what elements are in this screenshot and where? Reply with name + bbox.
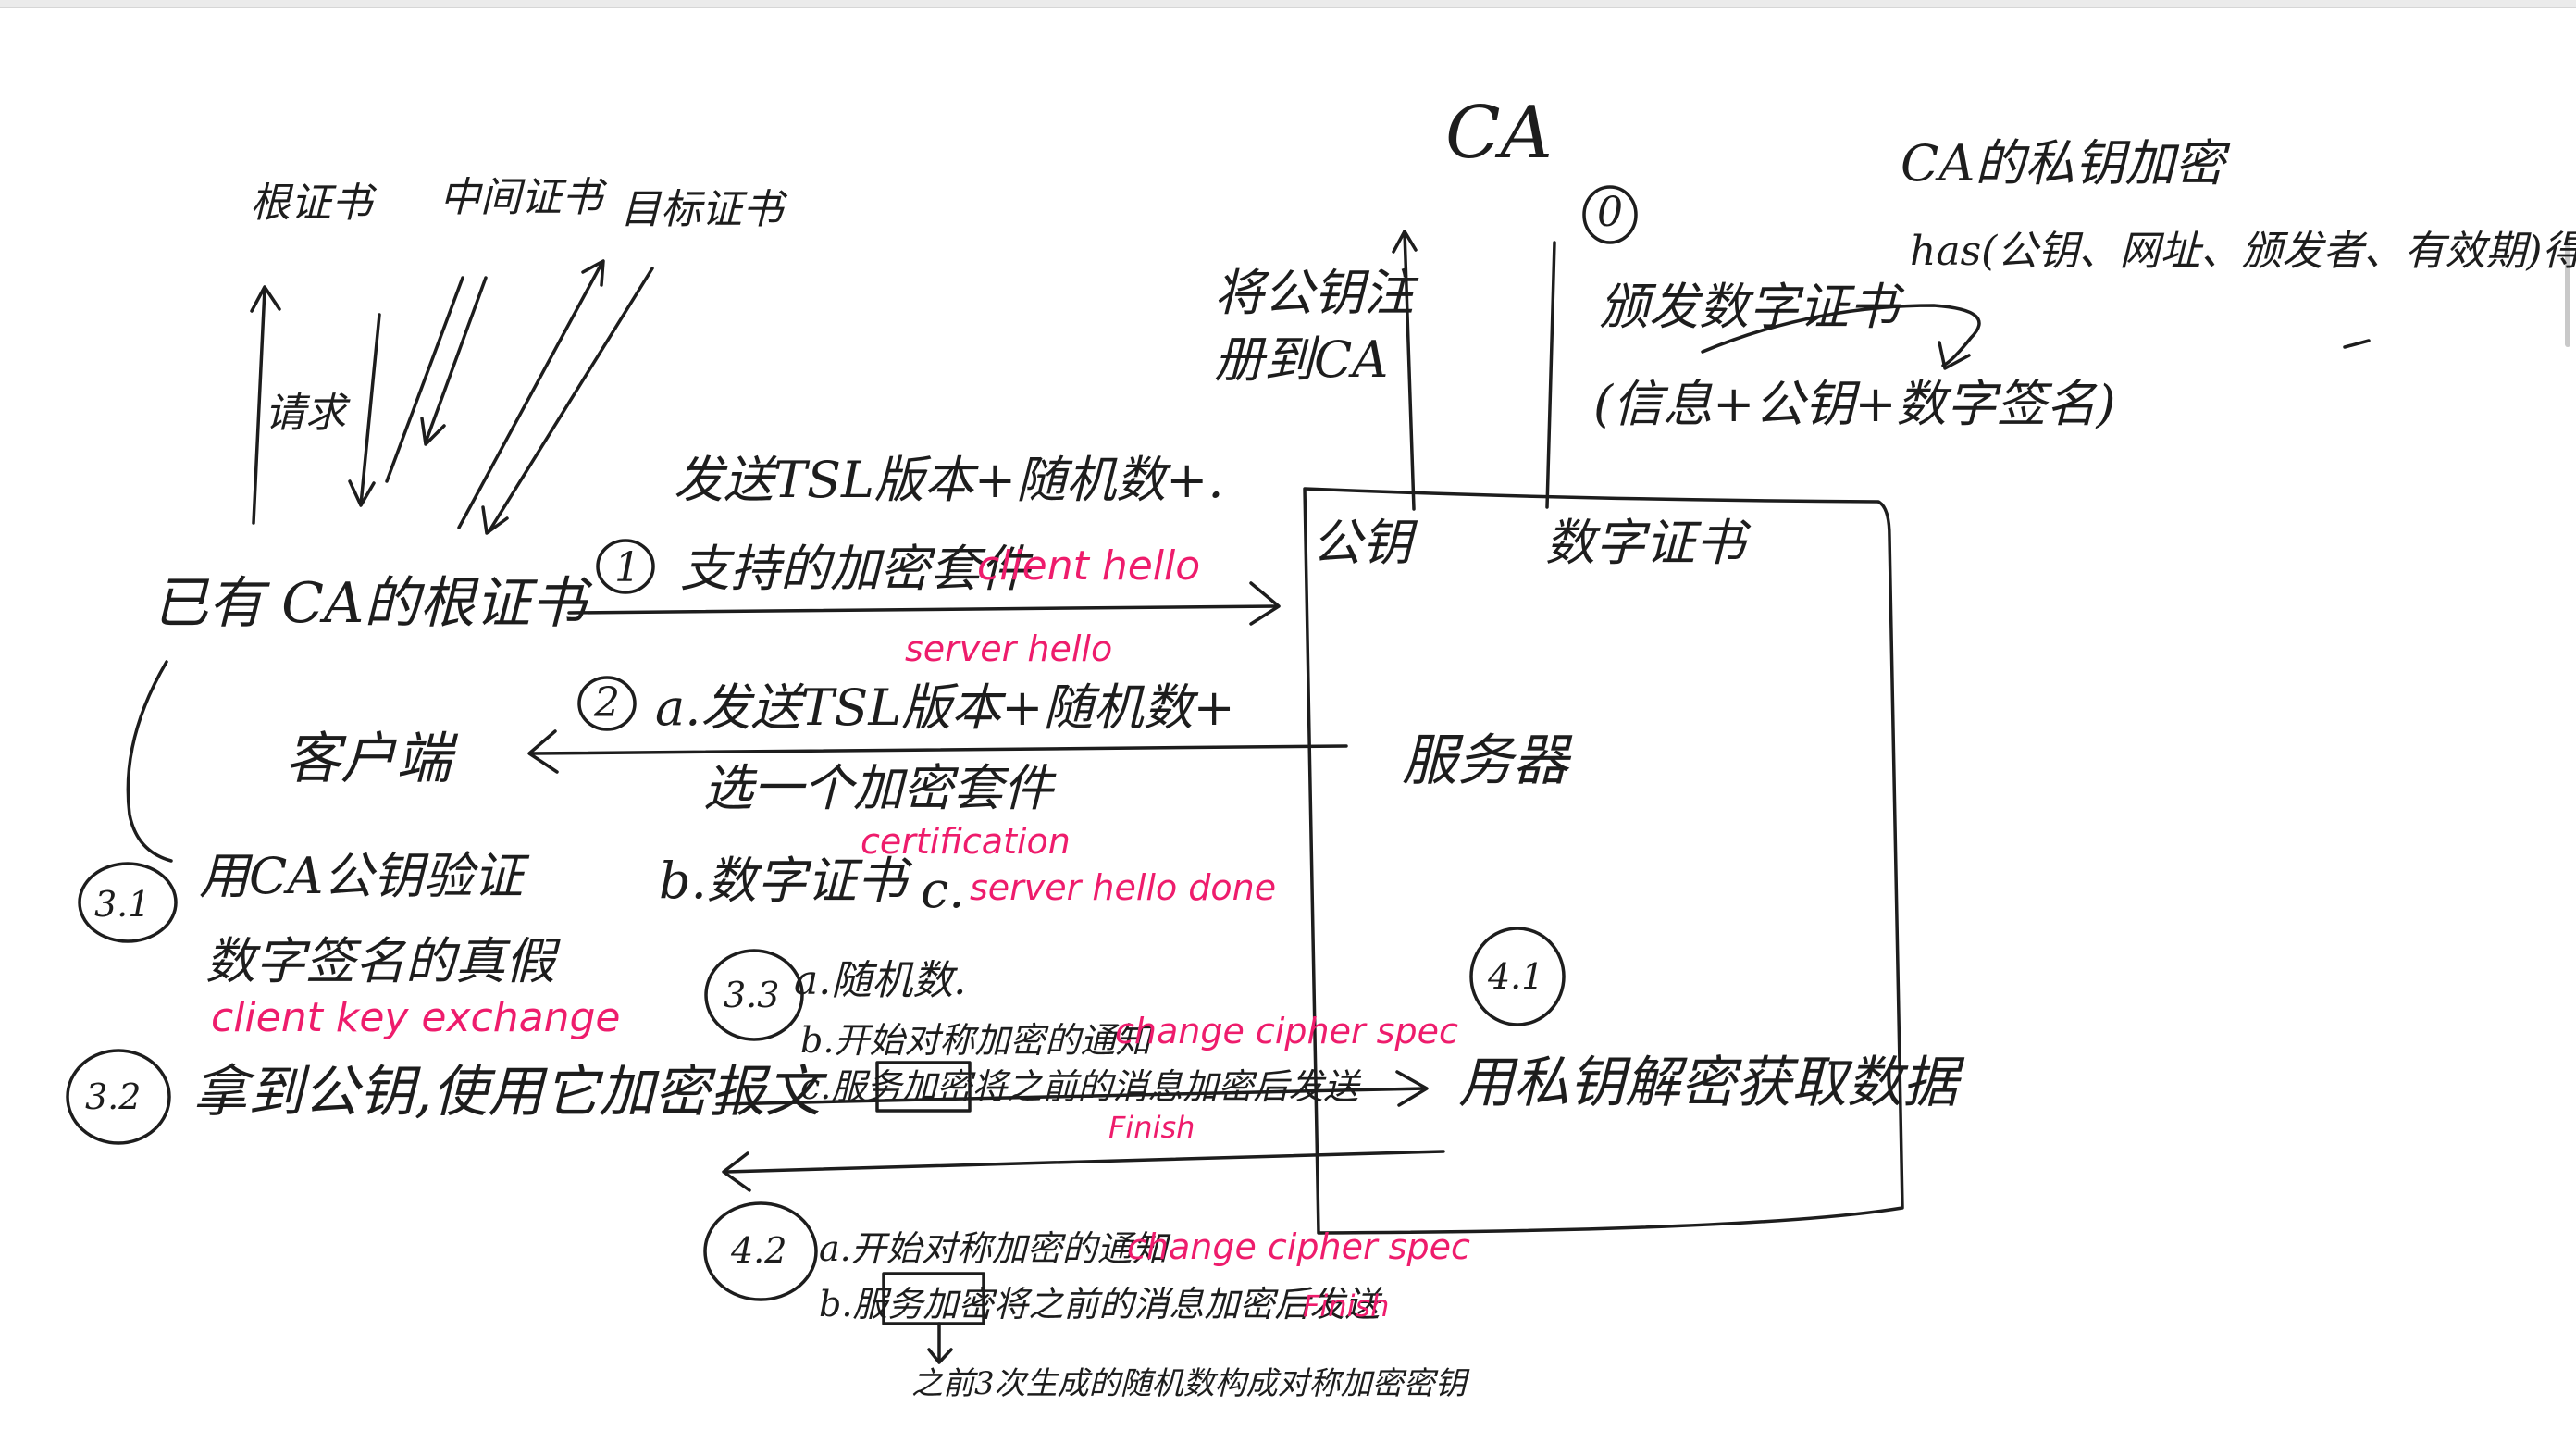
step41-text: 用私钥解密获取数据: [1458, 1051, 1958, 1115]
server-hello-annotation: server hello: [905, 628, 1113, 669]
client-key-exchange-annotation: client key exchange: [211, 994, 621, 1041]
symmetric-key-footnote: 之前3次生成的随机数构成对称加密密钥: [911, 1365, 1467, 1402]
step2-text-a2: 选一个加密套件: [703, 759, 1053, 817]
step1-text-b: 支持的加密套件: [680, 540, 1030, 598]
step2-text-c: c.: [921, 861, 965, 919]
step31-circle: [78, 862, 178, 943]
step33-text-b: b.开始对称加密的通知: [800, 1020, 1151, 1061]
step32-arrow-head: [1395, 1070, 1429, 1107]
step2-text-b: b.数字证书: [659, 852, 907, 910]
ca-label: CA: [1445, 92, 1554, 175]
register-arrow-head: [1392, 230, 1418, 254]
step31-text-line2: 数字签名的真假: [205, 932, 555, 990]
step2-text-a: a.发送TSL版本+随机数+: [655, 678, 1235, 737]
step41-number: 4.1: [1488, 956, 1544, 997]
step33-text-c: c.服务加密将之前的消息加密后发送: [800, 1066, 1359, 1107]
step2-arrow: [530, 744, 1348, 755]
server-box: [1303, 487, 1904, 1235]
step42-number: 4.2: [731, 1230, 787, 1271]
inter-cert-label: 中间证书: [440, 174, 602, 221]
step33-box: [875, 1061, 972, 1113]
change-cipher-spec-annotation-1: change cipher spec: [1115, 1011, 1458, 1051]
inter-cert-arrow-1: [385, 276, 464, 483]
scrollbar-thumb[interactable]: [2565, 236, 2570, 347]
root-cert-label: 根证书: [250, 180, 372, 227]
issue-line: [1545, 241, 1556, 509]
step41-circle: [1469, 927, 1566, 1026]
step32-circle: [66, 1049, 171, 1145]
step41-arrow-head: [722, 1151, 751, 1192]
has-root-cert-label: 已有 CA的根证书: [153, 571, 587, 636]
step42-circle: [703, 1201, 818, 1301]
step2-number: 2: [594, 679, 620, 727]
step1-arrow: [567, 604, 1279, 615]
server-hello-done-annotation: server hello done: [970, 867, 1277, 908]
inter-cert-arrow-2-head: [420, 417, 446, 446]
step32-number: 3.2: [85, 1076, 142, 1117]
step0-number: 0: [1597, 189, 1623, 236]
root-cert-arrow-head: [348, 479, 376, 507]
request-label: 请求: [265, 390, 346, 437]
target-cert-arrow-2: [487, 267, 654, 534]
step42-box: [882, 1272, 985, 1325]
finish-annotation-1: Finish: [1108, 1110, 1195, 1145]
step31-text-line1: 用CA公钥验证: [199, 847, 524, 905]
step2-arrow-head: [527, 729, 559, 774]
step33-number: 3.3: [724, 975, 780, 1015]
target-cert-arrow-1-head: [581, 259, 605, 287]
step1-circle: [596, 539, 655, 594]
ca-encrypt-note: CA的私钥加密: [1901, 134, 2225, 193]
client-hello-annotation: client hello: [977, 542, 1201, 590]
server-pubkey-label: 公钥: [1312, 514, 1412, 572]
register-arrow-line: [1403, 230, 1416, 511]
request-arrow: [252, 287, 266, 525]
step42-text-a: a.开始对称加密的通知: [819, 1228, 1168, 1269]
server-cert-label: 数字证书: [1545, 514, 1745, 572]
step0-circle: [1582, 185, 1638, 244]
target-cert-label: 目标证书: [620, 186, 783, 233]
finish-annotation-2: Finish: [1303, 1288, 1390, 1324]
dash-mark: [2343, 339, 2371, 349]
inter-cert-arrow-2: [424, 276, 488, 444]
footnote-arrow-head: [927, 1348, 953, 1364]
hash-formula: has(公钥、网址、颁发者、有效期)得到: [1910, 228, 2576, 275]
target-cert-arrow-1: [457, 262, 603, 529]
change-cipher-spec-annotation-2: change cipher spec: [1127, 1226, 1470, 1267]
register-label-line1: 将公钥注: [1214, 264, 1414, 322]
scribble-loop: [1701, 304, 1981, 367]
step32-text: 拿到公钥,使用它加密报文: [192, 1060, 822, 1125]
step31-number: 3.1: [94, 884, 151, 925]
register-label-line2: 册到CA: [1214, 330, 1389, 389]
verify-curve: [126, 660, 173, 863]
step1-arrow-head: [1249, 581, 1281, 626]
issue-cert-label: 颁发数字证书: [1599, 278, 1899, 336]
step33-text-a: a.随机数.: [794, 957, 967, 1004]
certification-annotation: certification: [861, 821, 1071, 862]
scribble-arrow-head: [1938, 341, 1971, 370]
step2-circle: [577, 676, 637, 731]
request-arrow-head: [250, 285, 281, 313]
cert-content-label: (信息+公钥+数字签名): [1593, 375, 2116, 433]
root-cert-arrow: [359, 313, 381, 506]
step33-circle: [704, 949, 804, 1041]
step32-arrow: [715, 1087, 1427, 1106]
server-label: 服务器: [1402, 728, 1568, 793]
step42-text-b: b.服务加密将之前的消息加密后发送: [819, 1284, 1381, 1325]
step1-number: 1: [614, 544, 640, 591]
step41-arrow: [724, 1150, 1445, 1174]
target-cert-arrow-2-head: [481, 505, 509, 535]
client-label: 客户端: [285, 727, 452, 791]
step1-text-a: 发送TSL版本+随机数+.: [674, 451, 1224, 509]
window-top-edge: [0, 0, 2576, 8]
